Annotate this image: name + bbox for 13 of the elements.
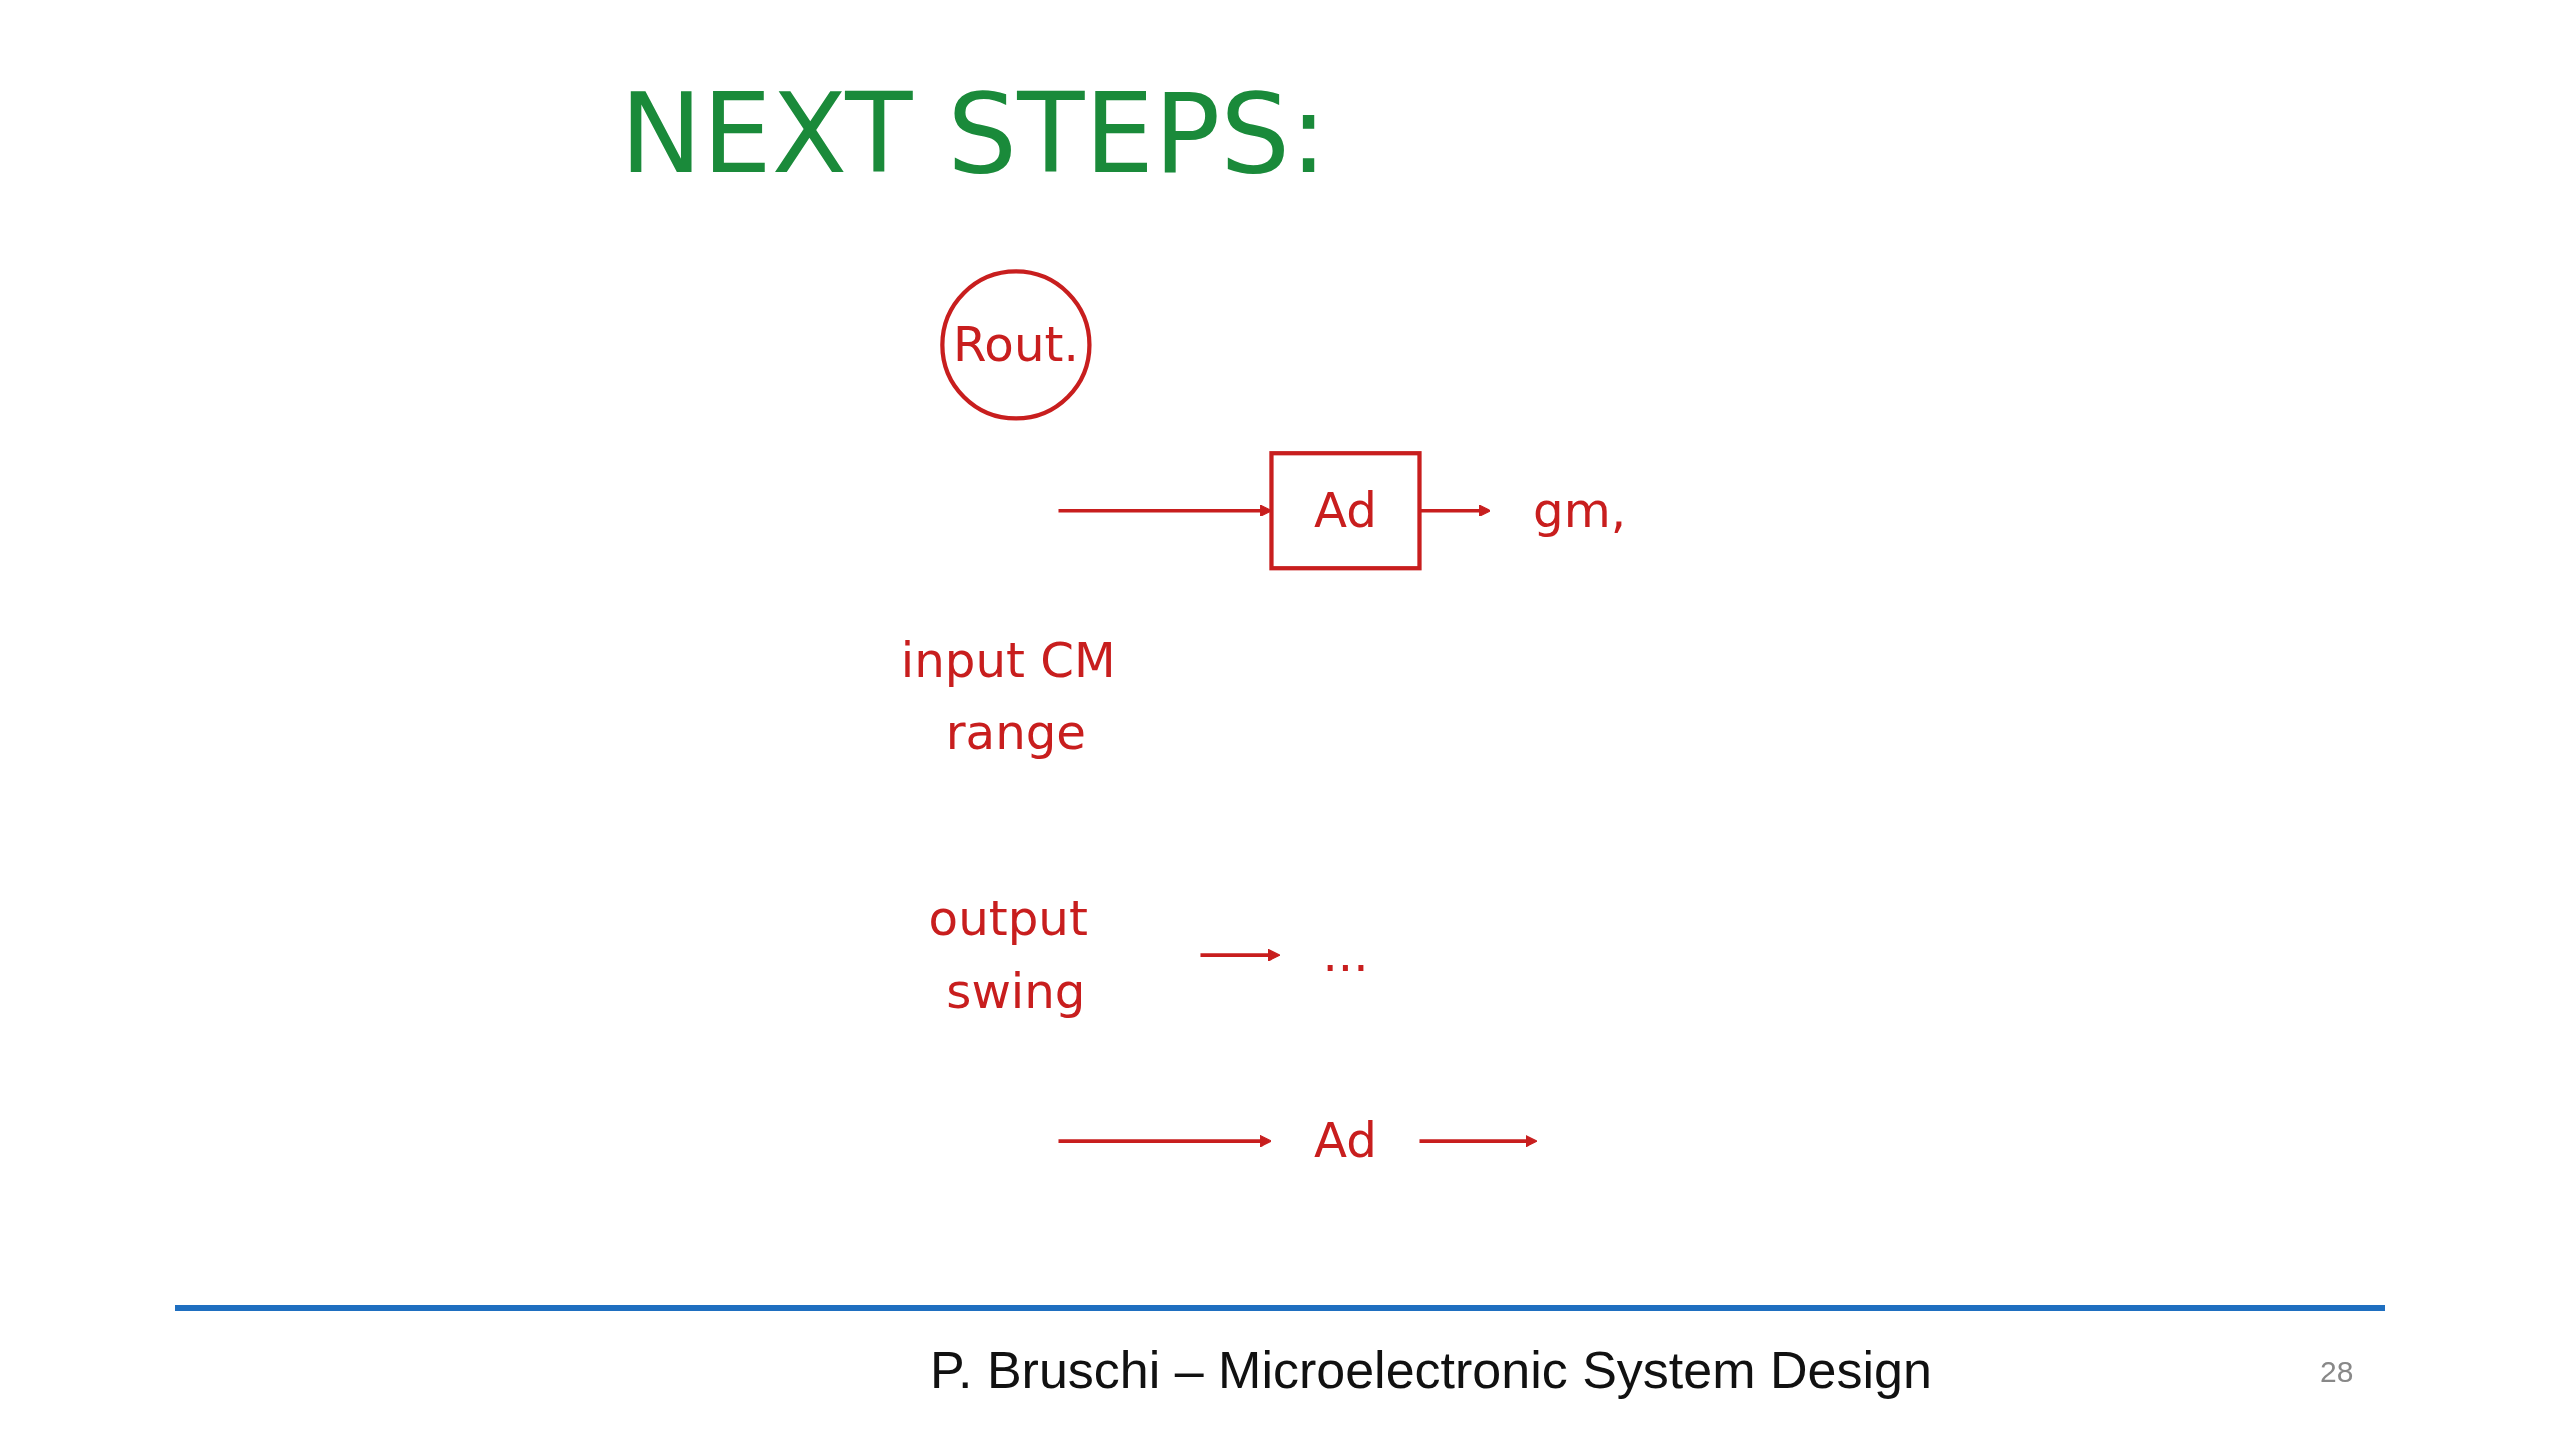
arrow — [1058, 1134, 1273, 1148]
node-text: Ad — [1314, 1112, 1377, 1169]
node-text: output swing — [928, 889, 1088, 1020]
page-number: 28 — [2320, 1355, 2354, 1389]
node-text: ... — [1322, 926, 1369, 983]
node-box: Ad — [1269, 451, 1422, 571]
slide-title: NEXT STEPS: — [620, 70, 1328, 198]
node-text: gm, — [1533, 481, 1627, 539]
arrow — [1419, 1134, 1538, 1148]
node-circle: Rout. — [940, 269, 1092, 421]
footer-text: P. Bruschi – Microelectronic System Design — [930, 1340, 1932, 1400]
node-text: input CM range — [900, 631, 1116, 761]
arrow — [1200, 948, 1281, 962]
